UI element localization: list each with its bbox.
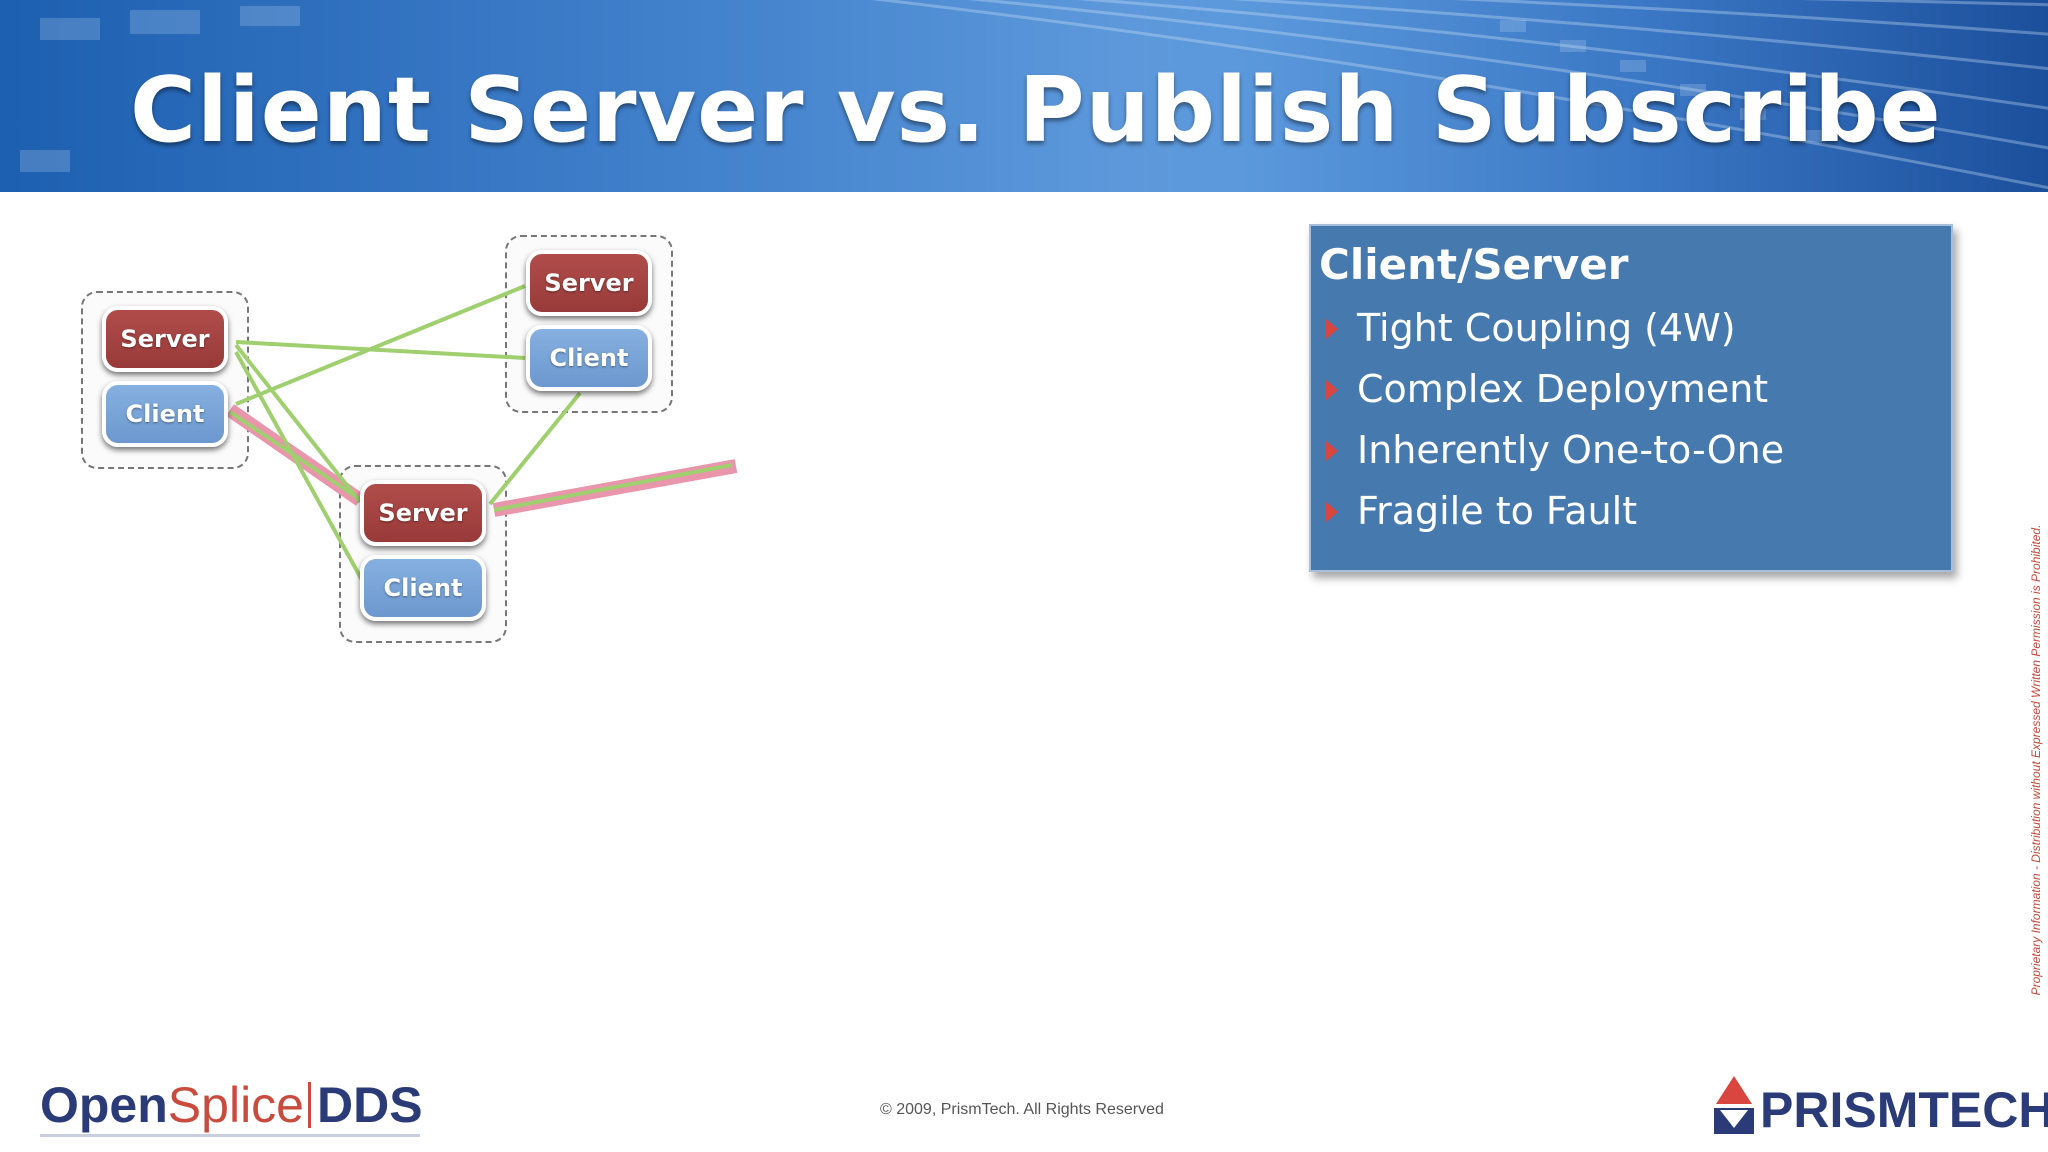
green-links — [228, 284, 733, 581]
triangle-right-icon — [1325, 440, 1338, 462]
triangle-right-icon — [1325, 379, 1338, 401]
logo-part-dds: DDS — [316, 1077, 423, 1133]
proprietary-notice: Proprietary Information - Distribution w… — [2029, 524, 2043, 996]
prism-icon — [1714, 1076, 1754, 1134]
connection-lines — [226, 284, 738, 581]
prismtech-logo: PRISMTECH — [1712, 1072, 2048, 1138]
logo-part-splice: Splice — [167, 1077, 304, 1133]
client-node-c: Client — [360, 555, 486, 621]
prismtech-wordmark: PRISMTECH — [1760, 1082, 2048, 1138]
bullet-text: Complex Deployment — [1357, 367, 1769, 411]
client-node-a: Client — [102, 381, 228, 447]
triangle-right-icon — [1325, 318, 1338, 340]
banner-background-graphic — [0, 0, 2048, 192]
triangle-right-icon — [1325, 501, 1338, 523]
bullet-text: Tight Coupling (4W) — [1357, 306, 1736, 350]
copyright-text: © 2009, PrismTech. All Rights Reserved — [880, 1101, 1164, 1118]
client-server-panel: Client/Server Tight Coupling (4W) Comple… — [1309, 224, 1953, 572]
logo-underline — [40, 1134, 420, 1137]
server-node-c: Server — [360, 480, 486, 546]
server-node-a: Server — [102, 306, 228, 372]
bullet-text: Fragile to Fault — [1357, 489, 1638, 533]
server-node-b: Server — [526, 250, 652, 316]
slide-title: Client Server vs. Publish Subscribe — [130, 58, 1942, 163]
bullet-text: Inherently One-to-One — [1357, 428, 1785, 472]
panel-title: Client/Server — [1319, 240, 1629, 289]
header-banner: Client Server vs. Publish Subscribe — [0, 0, 2048, 192]
logo-divider — [307, 1082, 311, 1128]
logo-part-open: Open — [40, 1077, 168, 1133]
client-node-b: Client — [526, 325, 652, 391]
